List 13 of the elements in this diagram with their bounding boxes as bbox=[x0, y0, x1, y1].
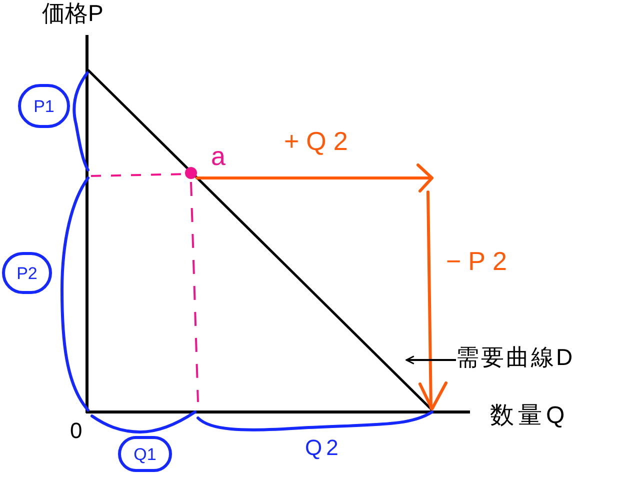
change-label: +Q2 bbox=[284, 128, 355, 154]
circled-label: Q1 bbox=[118, 436, 172, 472]
axis-label: 数量Q bbox=[490, 404, 569, 428]
point-label: a bbox=[211, 143, 226, 169]
circled-label: P2 bbox=[2, 252, 52, 294]
demand-curve-line bbox=[87, 69, 433, 411]
axis-label: 価格P bbox=[42, 2, 104, 25]
change-label: −P2 bbox=[446, 248, 514, 274]
origin-label: 0 bbox=[70, 420, 82, 442]
leader-arrow bbox=[406, 356, 456, 364]
curve-label: 需要曲線D bbox=[456, 340, 575, 374]
circled-label: P1 bbox=[18, 84, 70, 128]
bracket-label: Q2 bbox=[305, 437, 342, 459]
